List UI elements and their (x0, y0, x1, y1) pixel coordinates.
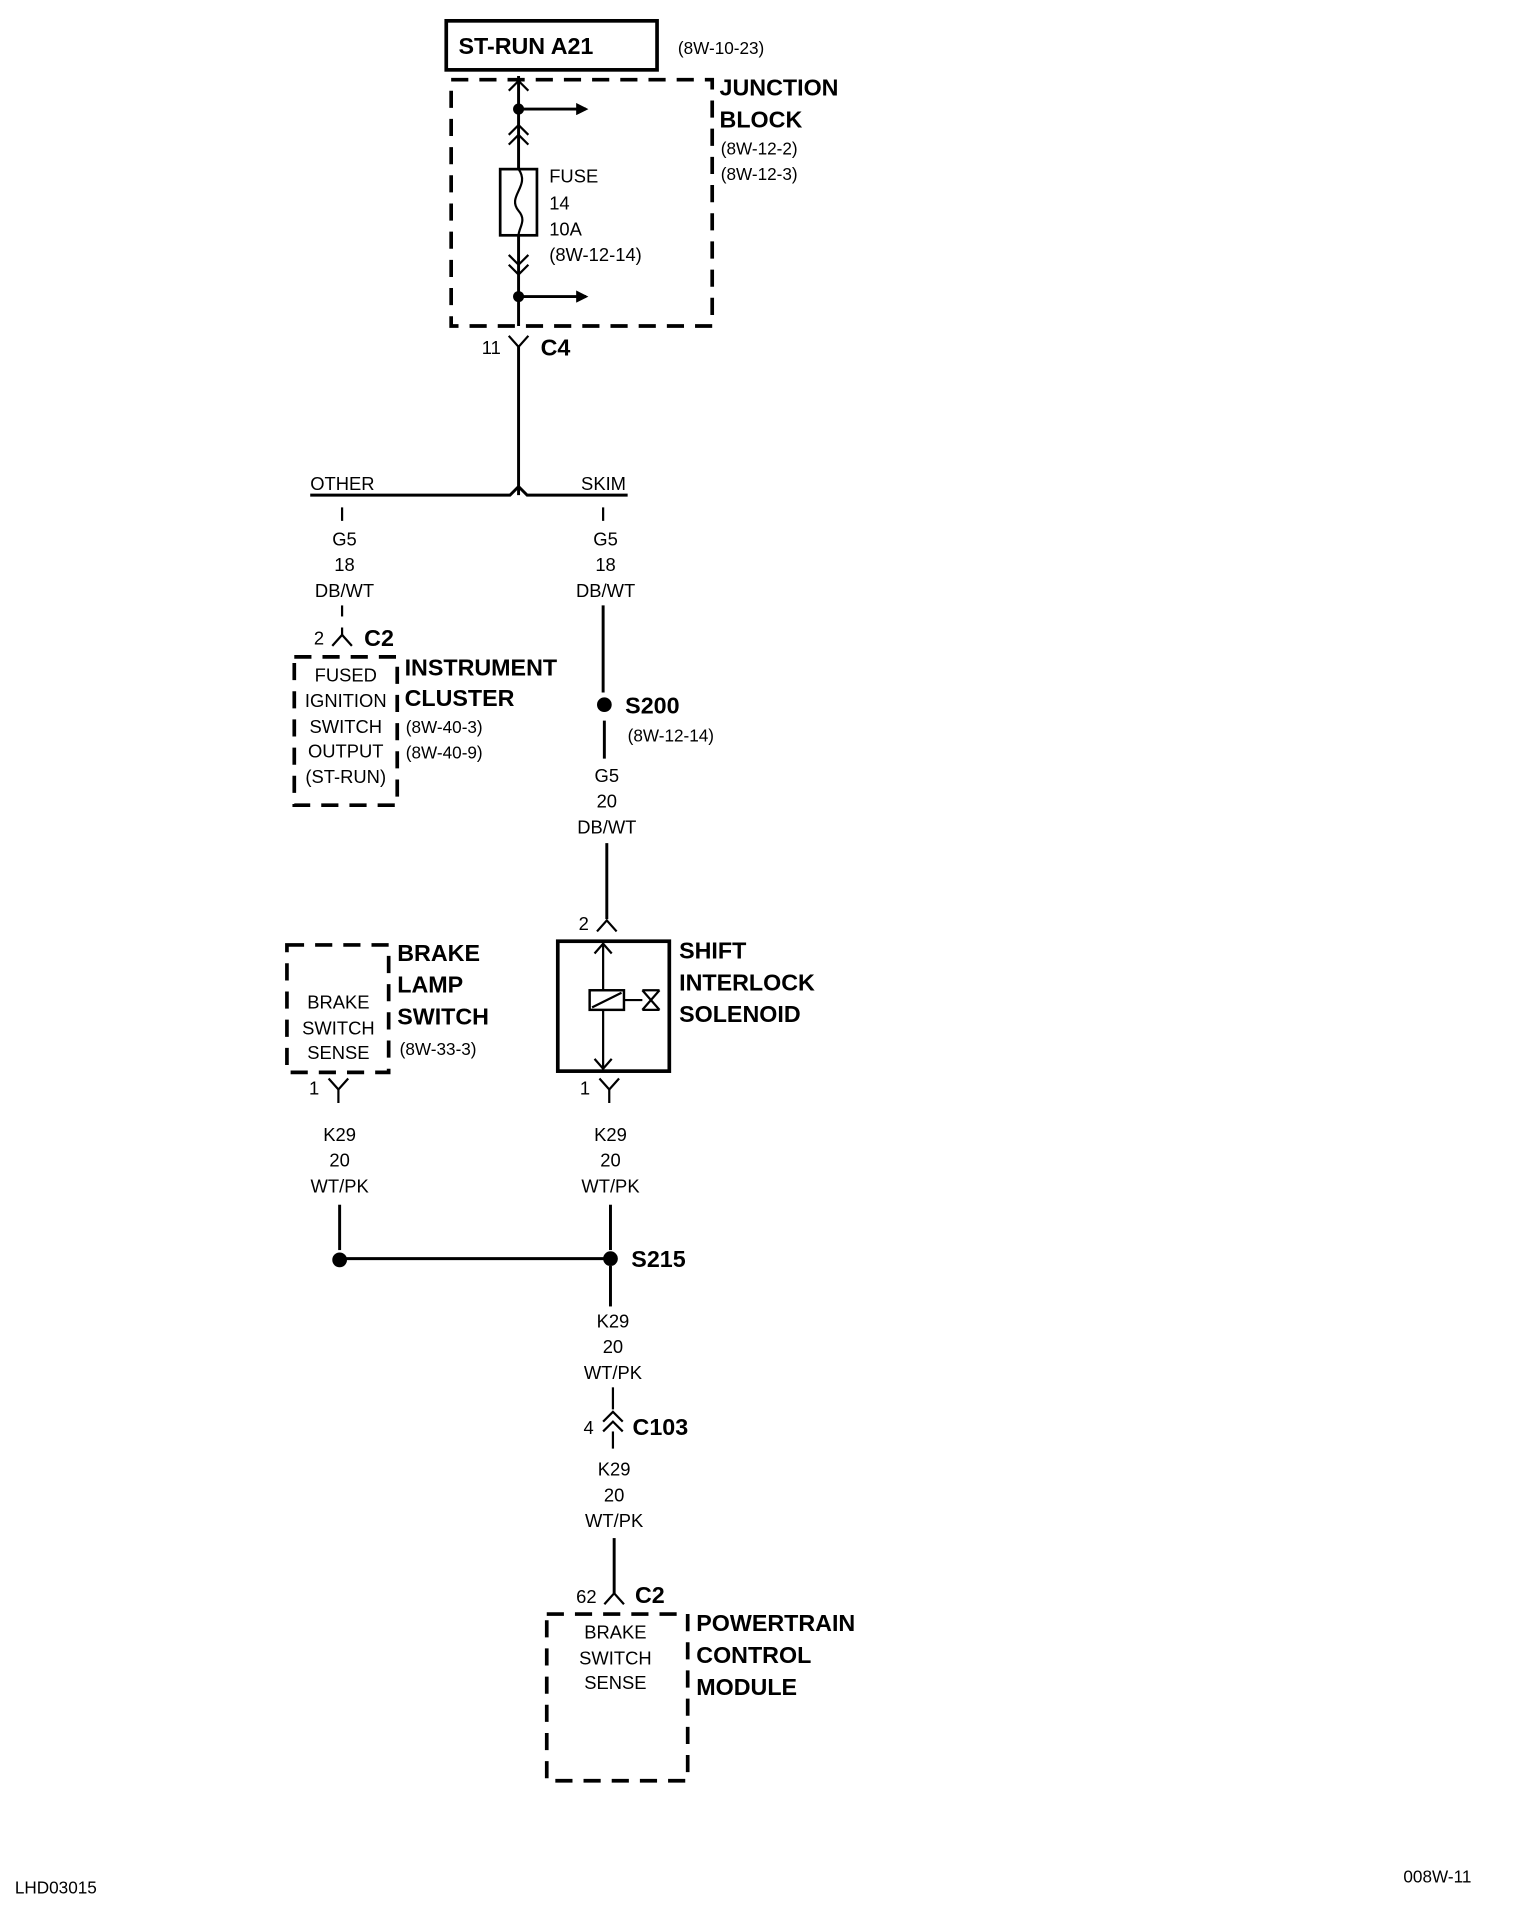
pcm-c2-connector-symbol (603, 1591, 625, 1605)
c103-pin: 4 (584, 1417, 594, 1438)
ic-c2-pin: 2 (314, 628, 324, 649)
wire-g5-other-code: G5 (332, 528, 357, 549)
pcm-title-2: CONTROL (696, 1642, 811, 1668)
wire-g5-other-gauge: 18 (334, 554, 354, 575)
wire-k29-s215-color: WT/PK (584, 1362, 643, 1383)
bls-box-line-2: SWITCH (302, 1017, 374, 1038)
wire-g5-skim-code: G5 (593, 528, 618, 549)
wire-g5-20-code: G5 (595, 765, 620, 786)
bls-pin: 1 (309, 1077, 319, 1098)
wire-k29-brake-color: WT/PK (311, 1175, 370, 1196)
branch-bar (310, 484, 628, 497)
wire-k29-shift-gauge: 20 (600, 1150, 620, 1171)
wire-k29-c103-code: K29 (598, 1459, 631, 1480)
ic-ref-1: (8W-40-3) (406, 717, 483, 737)
solenoid-pin2-connector-symbol (596, 918, 618, 933)
ic-box-line-5: (ST-RUN) (305, 766, 386, 787)
junction-title-2: BLOCK (720, 106, 803, 132)
solenoid-title-1: SHIFT (679, 937, 746, 963)
pcm-box-line-2: SWITCH (579, 1647, 651, 1668)
fuse-label-1: FUSE (549, 166, 598, 187)
ic-box-line-1: FUSED (315, 664, 377, 685)
branch-skim-label: SKIM (581, 473, 626, 494)
s200-ref: (8W-12-14) (628, 725, 714, 745)
ic-title-1: INSTRUMENT (405, 654, 558, 680)
c4-pin: 11 (482, 337, 501, 358)
branch-other-label: OTHER (310, 473, 374, 494)
fuse-14 (498, 167, 539, 237)
shift-interlock-solenoid-box (555, 939, 672, 1073)
fuse-label-2: 14 (549, 193, 569, 214)
source-label: ST-RUN A21 (459, 33, 594, 59)
solenoid-title-3: SOLENOID (679, 1001, 801, 1027)
junction-ref-1: (8W-12-2) (721, 138, 798, 158)
solenoid-pin-bottom: 1 (580, 1077, 590, 1098)
wire-g5-20-gauge: 20 (597, 791, 617, 812)
instrument-cluster-box (292, 655, 400, 808)
pcm-c2-pin: 62 (576, 1586, 596, 1607)
wire-g5-20-color: DB/WT (577, 816, 636, 837)
wire-g5-skim-color: DB/WT (576, 580, 635, 601)
pcm-title-1: POWERTRAIN (696, 1610, 855, 1636)
junction-block (449, 75, 715, 328)
solenoid-pin1-connector-symbol (598, 1077, 620, 1092)
source-box: ST-RUN A21 (444, 18, 659, 72)
solenoid-title-2: INTERLOCK (679, 969, 815, 995)
ic-box-line-2: IGNITION (305, 690, 387, 711)
wire-k29-brake-code: K29 (323, 1124, 356, 1145)
fuse-label-3: 10A (549, 218, 582, 239)
ic-box-line-3: SWITCH (310, 716, 382, 737)
wire-k29-brake-gauge: 20 (329, 1150, 349, 1171)
junction-ref-2: (8W-12-3) (721, 164, 798, 184)
pcm-title-3: MODULE (696, 1674, 797, 1700)
c103-name: C103 (633, 1414, 689, 1440)
c103-connector-symbol (602, 1410, 624, 1433)
bls-box-line-3: SENSE (307, 1042, 369, 1063)
c4-connector-symbol (507, 335, 530, 349)
wire-k29-shift-code: K29 (594, 1124, 627, 1145)
footer-left-code: LHD03015 (15, 1877, 97, 1897)
c4-name: C4 (541, 334, 571, 360)
pcm-c2-name: C2 (635, 1582, 665, 1608)
wire-k29-shift-color: WT/PK (581, 1175, 640, 1196)
bls-title-1: BRAKE (397, 940, 480, 966)
junction-title-1: JUNCTION (720, 75, 839, 101)
s215-splice-dot (603, 1251, 618, 1267)
pcm-box (544, 1612, 690, 1783)
wire-k29-c103-gauge: 20 (604, 1484, 624, 1505)
pcm-box-line-1: BRAKE (584, 1622, 646, 1643)
wire-g5-other-color: DB/WT (315, 580, 374, 601)
wire-k29-c103-color: WT/PK (585, 1510, 644, 1531)
pcm-box-line-3: SENSE (584, 1672, 646, 1693)
bls-pin1-connector-symbol (327, 1077, 350, 1092)
bls-title-2: LAMP (397, 972, 463, 998)
bls-ref: (8W-33-3) (400, 1039, 477, 1059)
s200-name: S200 (625, 692, 679, 718)
ic-title-2: CLUSTER (405, 685, 515, 711)
bls-title-3: SWITCH (397, 1004, 489, 1030)
ic-c2-connector-symbol (331, 633, 353, 647)
solenoid-pin-top: 2 (579, 913, 589, 934)
brake-lamp-switch-box (285, 943, 391, 1075)
ic-c2-name: C2 (364, 625, 394, 651)
wire-k29-s215-code: K29 (597, 1310, 630, 1331)
wire-g5-skim-gauge: 18 (595, 554, 615, 575)
wire-k29-s215-gauge: 20 (603, 1336, 623, 1357)
s215-name: S215 (631, 1246, 685, 1272)
source-ref: (8W-10-23) (678, 38, 764, 58)
solenoid-symbol (588, 941, 661, 1072)
ic-ref-2: (8W-40-9) (406, 743, 483, 763)
footer-right-code: 008W-11 (1403, 1866, 1471, 1886)
fuse-label-4: (8W-12-14) (549, 244, 642, 265)
s200-splice-dot (597, 697, 612, 713)
bls-box-line-1: BRAKE (307, 992, 369, 1013)
ic-box-line-4: OUTPUT (308, 740, 384, 761)
